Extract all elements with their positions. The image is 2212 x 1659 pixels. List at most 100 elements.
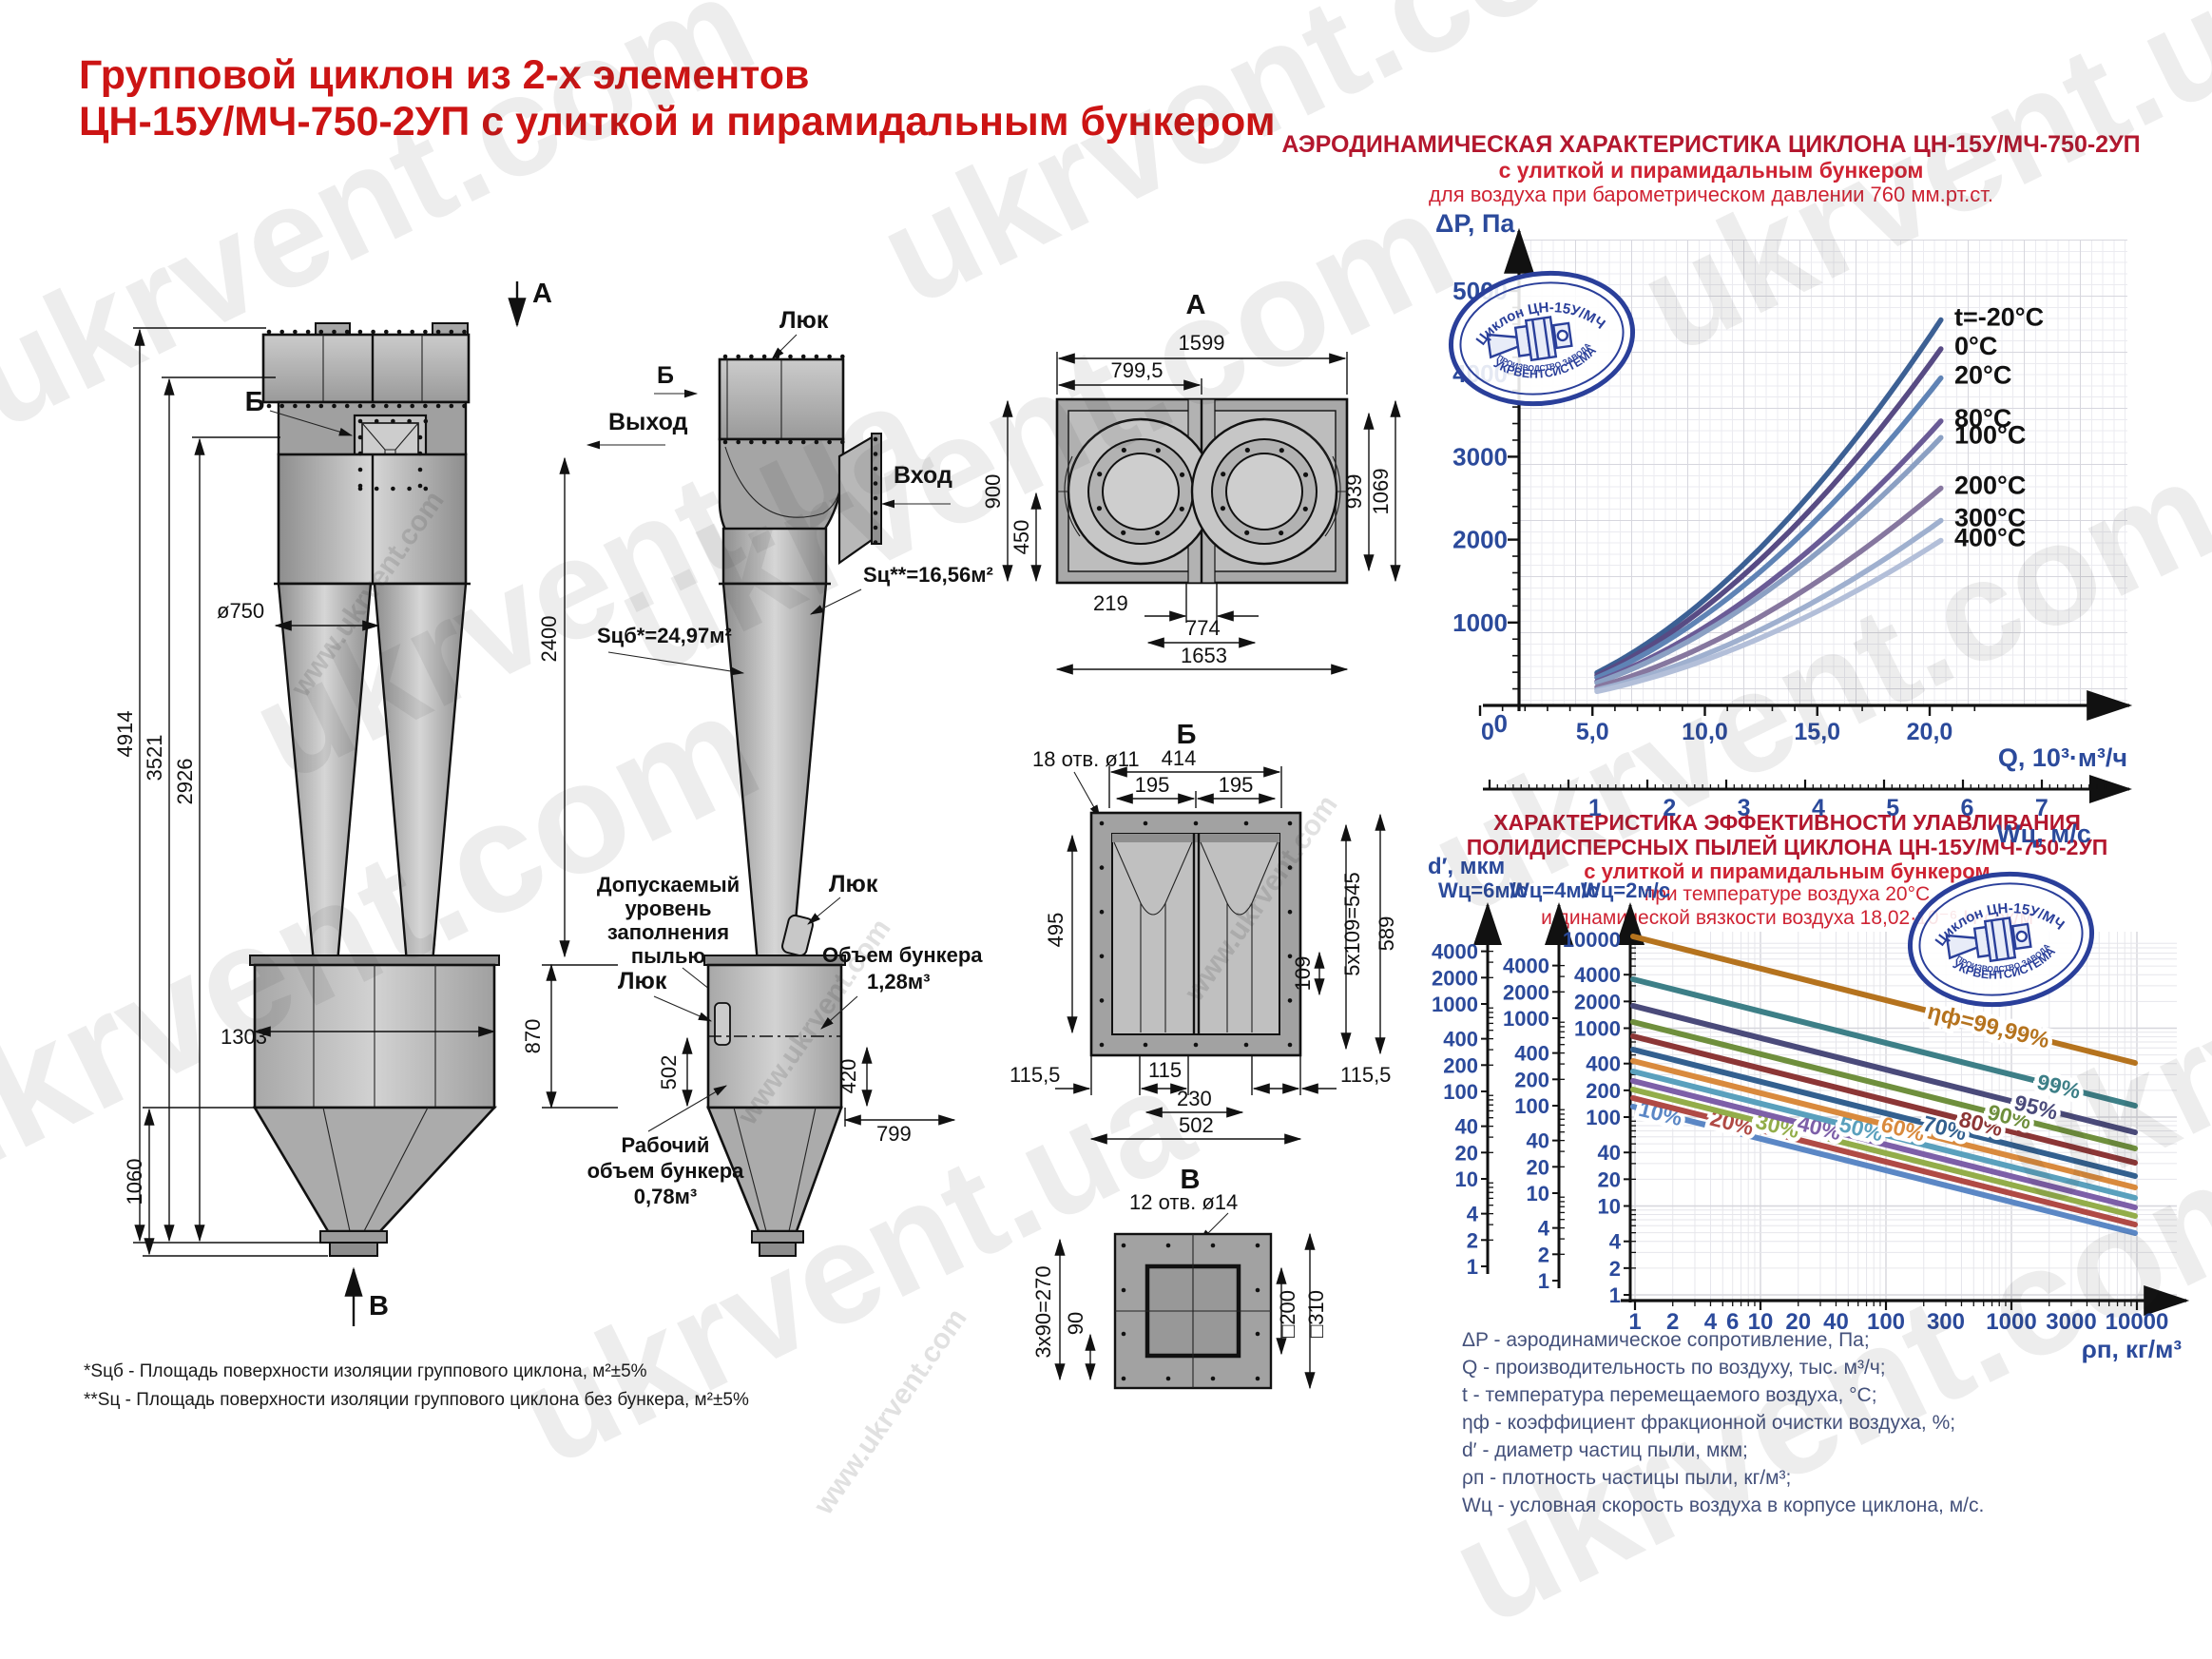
eff-ytick: 1 xyxy=(1467,1255,1478,1279)
eff-line-10% xyxy=(1630,1104,2138,1236)
eff-ytick: 1000 xyxy=(1574,1017,1621,1041)
dim-90: 90 xyxy=(1064,1312,1087,1335)
eff-ytick: 2 xyxy=(1538,1243,1549,1266)
bunker-volume-line2: 1,28м³ xyxy=(867,970,930,993)
section-b-view: Б 18 отв. ø11 414 195 195 495 109 5x109=… xyxy=(1010,720,1398,1145)
eff-line-90% xyxy=(1630,1019,2138,1151)
dim-939: 939 xyxy=(1342,474,1366,510)
legend-item: ρп - плотность частицы пыли, кг/м³; xyxy=(1462,1467,1792,1489)
eff-ytick: 1000 xyxy=(1432,993,1478,1016)
dim-219: 219 xyxy=(1093,591,1128,615)
dim-4914: 4914 xyxy=(113,711,137,758)
charts-layer: Циклон ЦН-15У/МЧ ПРОИЗВОДСТВО ЗАВОДА УКР… xyxy=(1432,227,2190,1363)
eff-ytick: 2 xyxy=(1467,1228,1478,1252)
eff-axis-label: Wц=2м/с xyxy=(1581,878,1670,902)
eff-xtick: 20 xyxy=(1785,1309,1811,1335)
work-volume-line3: 0,78м³ xyxy=(634,1185,697,1208)
aero-x2tick: 3 xyxy=(1738,795,1751,821)
eff-xtick: 100 xyxy=(1867,1309,1905,1335)
section-v-view: В 12 отв. ø14 3x90=270 90 □200 □310 xyxy=(1031,1165,1328,1390)
eff-ytick: 20 xyxy=(1455,1141,1478,1165)
stamp-eff xyxy=(1901,862,2100,1015)
eff-ytick: 40 xyxy=(1527,1129,1549,1153)
eff-chart-title: ХАРАКТЕРИСТИКА ЭФФЕКТИВНОСТИ УЛАВЛИВАНИЯ xyxy=(1493,810,2081,835)
aero-ytick: 1000 xyxy=(1452,608,1508,637)
eff-ytick: 40 xyxy=(1598,1141,1621,1165)
dim-495: 495 xyxy=(1044,913,1068,948)
aero-ytick: 3000 xyxy=(1452,442,1508,471)
footnote-2: **Sц - Площадь поверхности изоляции груп… xyxy=(84,1390,749,1410)
eff-ytick: 2000 xyxy=(1503,980,1549,1004)
eff-ytick: 100 xyxy=(1443,1080,1478,1104)
eff-ytick: 10 xyxy=(1527,1182,1549,1206)
section-a-mark: А xyxy=(532,279,552,309)
eff-line-40% xyxy=(1630,1078,2138,1210)
aero-series-t=-20°C xyxy=(1594,317,1944,676)
dim-1599: 1599 xyxy=(1179,331,1225,355)
dim-900: 900 xyxy=(981,474,1005,510)
aero-series-label: 300°C xyxy=(1954,504,2026,532)
eff-ytick: 1 xyxy=(1538,1269,1549,1293)
dust-level-line1: Допускаемый xyxy=(597,873,740,897)
eff-chart-title2: ПОЛИДИСПЕРСНЫХ ПЫЛЕЙ ЦИКЛОНА ЦН-15У/МЧ-7… xyxy=(1466,835,2108,859)
eff-xtick: 300 xyxy=(1927,1309,1965,1335)
eff-xtick: 6 xyxy=(1726,1309,1739,1335)
footnote-1: *Sцб - Площадь поверхности изоляции груп… xyxy=(84,1361,647,1381)
dim-230: 230 xyxy=(1177,1087,1212,1110)
dim-1069: 1069 xyxy=(1369,469,1393,515)
side-view: Люк Б Выход Вход Sц**=16,56м² Sцб*=24,97… xyxy=(586,307,993,1257)
eff-ytick: 400 xyxy=(1586,1052,1621,1076)
dim-3521: 3521 xyxy=(143,735,166,781)
aero-series-label: 200°C xyxy=(1954,472,2026,500)
aero-xtick: 20,0 xyxy=(1907,719,1953,745)
work-volume-line1: Рабочий xyxy=(622,1133,710,1157)
eff-ytick: 400 xyxy=(1514,1042,1549,1066)
dim-200: □200 xyxy=(1276,1290,1299,1338)
aero-series-label: 0°C xyxy=(1954,332,1997,360)
dim-115-5l: 115,5 xyxy=(1010,1063,1060,1087)
dim-1303: 1303 xyxy=(221,1025,267,1049)
view-v-holes: 12 отв. ø14 xyxy=(1129,1190,1238,1214)
eff-ytick: 40 xyxy=(1455,1115,1478,1139)
eff-ytick: 2000 xyxy=(1574,990,1621,1013)
s-cyclone-label: Sц**=16,56м² xyxy=(863,563,993,587)
hatch-label-cone: Люк xyxy=(829,871,878,897)
aero-chart-subtitle: с улиткой и пирамидальным бункером xyxy=(1498,158,1924,183)
aero-x2tick: 7 xyxy=(2035,795,2049,821)
aero-x2tick: 4 xyxy=(1812,795,1825,821)
eff-ytick: 100 xyxy=(1514,1094,1549,1118)
section-b-mark-front: Б xyxy=(245,387,265,417)
aero-ytick: 2000 xyxy=(1452,526,1508,554)
aero-xtick: 0 xyxy=(1481,719,1494,745)
aero-chart-subtitle2: для воздуха при барометрическом давлении… xyxy=(1429,183,1993,206)
aero-xtick: 10,0 xyxy=(1682,719,1728,745)
eff-ytick: 10 xyxy=(1598,1195,1621,1219)
eff-ytick: 20 xyxy=(1527,1155,1549,1179)
eff-ytick: 4000 xyxy=(1574,963,1621,987)
aero-x2tick: 2 xyxy=(1663,795,1676,821)
aero-x-axis-label: Q, 10³·м³/ч xyxy=(1998,743,2127,772)
aero-series-label: 80°C xyxy=(1954,404,2011,433)
dim-450: 450 xyxy=(1010,520,1033,555)
eff-ytick: 4 xyxy=(1467,1203,1479,1226)
eff-y-axis-label: d′, мкм xyxy=(1428,854,1506,879)
aero-x2-axis-label: Wц, м/с xyxy=(1996,820,2091,848)
dust-level-line3: заполнения xyxy=(607,920,729,944)
aero-series-80°C xyxy=(1594,418,1944,685)
eff-xtick: 1 xyxy=(1628,1309,1641,1335)
eff-ytick: 100 xyxy=(1586,1106,1621,1129)
hatch-label-top: Люк xyxy=(779,307,829,334)
eff-ytick: 4 xyxy=(1538,1217,1550,1241)
view-a-label: А xyxy=(1186,290,1206,320)
dim-109: 109 xyxy=(1291,956,1315,992)
front-view: А Б ø750 В 4914 3521 2926 1303 1060 2400… xyxy=(113,279,618,1326)
eff-ytick: 4000 xyxy=(1503,955,1549,978)
aero-y-axis-label: ΔP, Па xyxy=(1435,209,1515,238)
dim-1060: 1060 xyxy=(123,1159,146,1206)
eff-ytick: 10000 xyxy=(1563,928,1621,952)
aero-x2tick: 1 xyxy=(1588,795,1602,821)
exit-label: Выход xyxy=(608,409,688,435)
eff-ytick: 200 xyxy=(1443,1053,1478,1077)
aero-series-label: 400°C xyxy=(1954,523,2026,551)
aero-series-300°C xyxy=(1594,517,1944,693)
